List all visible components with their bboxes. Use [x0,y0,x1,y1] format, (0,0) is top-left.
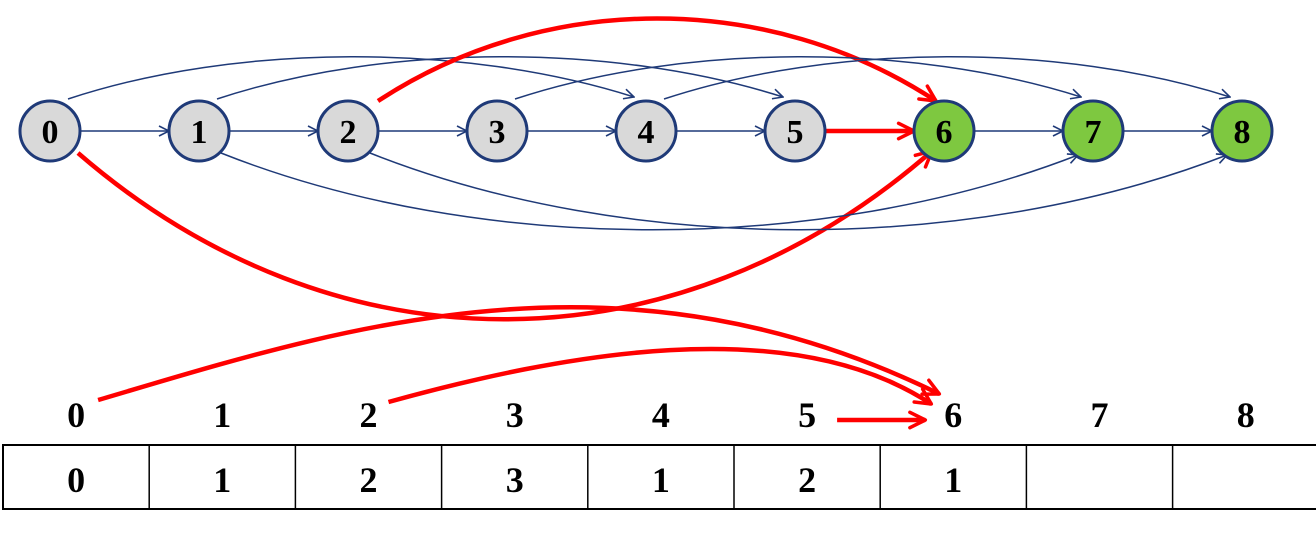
array-cell-value: 3 [506,460,524,500]
array-cell-value: 2 [360,460,378,500]
array-cell-value: 0 [67,460,85,500]
array-dependency-arrow [97,305,942,403]
array-cell-value: 1 [944,460,962,500]
node-circle [316,99,380,163]
node-circle [18,99,82,163]
highlighted-edge [376,16,938,103]
graph-node: 1 [167,99,231,163]
array-dependency-arrow [387,346,934,406]
node-label: 3 [489,114,506,151]
graph-nodes: 0 1 2 3 4 5 6 7 8 [18,99,1274,163]
node-label: 7 [1085,114,1102,151]
node-label: 4 [638,114,655,151]
array-index-label: 8 [1237,395,1255,435]
node-circle [1210,99,1274,163]
graph-edge [216,56,783,100]
graph-edges [67,16,1230,322]
node-circle [912,99,976,163]
node-circle [614,99,678,163]
graph-node: 3 [465,99,529,163]
node-circle [167,99,231,163]
graph-edge [514,56,1081,100]
node-label: 0 [42,114,59,151]
graph-edge [220,152,1078,231]
node-label: 8 [1234,114,1251,151]
array-index-label: 4 [652,395,670,435]
array-border [2,444,1316,510]
array-index-label: 7 [1091,395,1109,435]
graph-node: 5 [763,99,827,163]
node-label: 5 [787,114,804,151]
array-index-label: 3 [506,395,524,435]
node-circle [763,99,827,163]
graph-node: 2 [316,99,380,163]
node-circle [465,99,529,163]
highlighted-edge [76,149,934,322]
array-index-label: 5 [798,395,816,435]
array-cell-value: 2 [798,460,816,500]
graph-node: 4 [614,99,678,163]
array-cell-value: 1 [213,460,231,500]
graph-edge [369,152,1227,231]
dp-array: 0 1 2 3 4 5 6 7 8 0 1 2 3 1 2 1 [2,395,1316,510]
graph-node: 8 [1210,99,1274,163]
graph-node: 0 [18,99,82,163]
node-label: 6 [936,114,953,151]
array-index-label: 0 [67,395,85,435]
graph-node: 7 [1061,99,1125,163]
graph-edge [663,56,1230,100]
node-circle [1061,99,1125,163]
graph-edge [67,56,634,100]
array-index-label: 1 [213,395,231,435]
dp-array-arrows [97,305,942,430]
graph-node: 6 [912,99,976,163]
node-label: 1 [191,114,208,151]
array-index-label: 6 [944,395,962,435]
array-cell-value: 1 [652,460,670,500]
array-index-label: 2 [360,395,378,435]
node-label: 2 [340,114,357,151]
